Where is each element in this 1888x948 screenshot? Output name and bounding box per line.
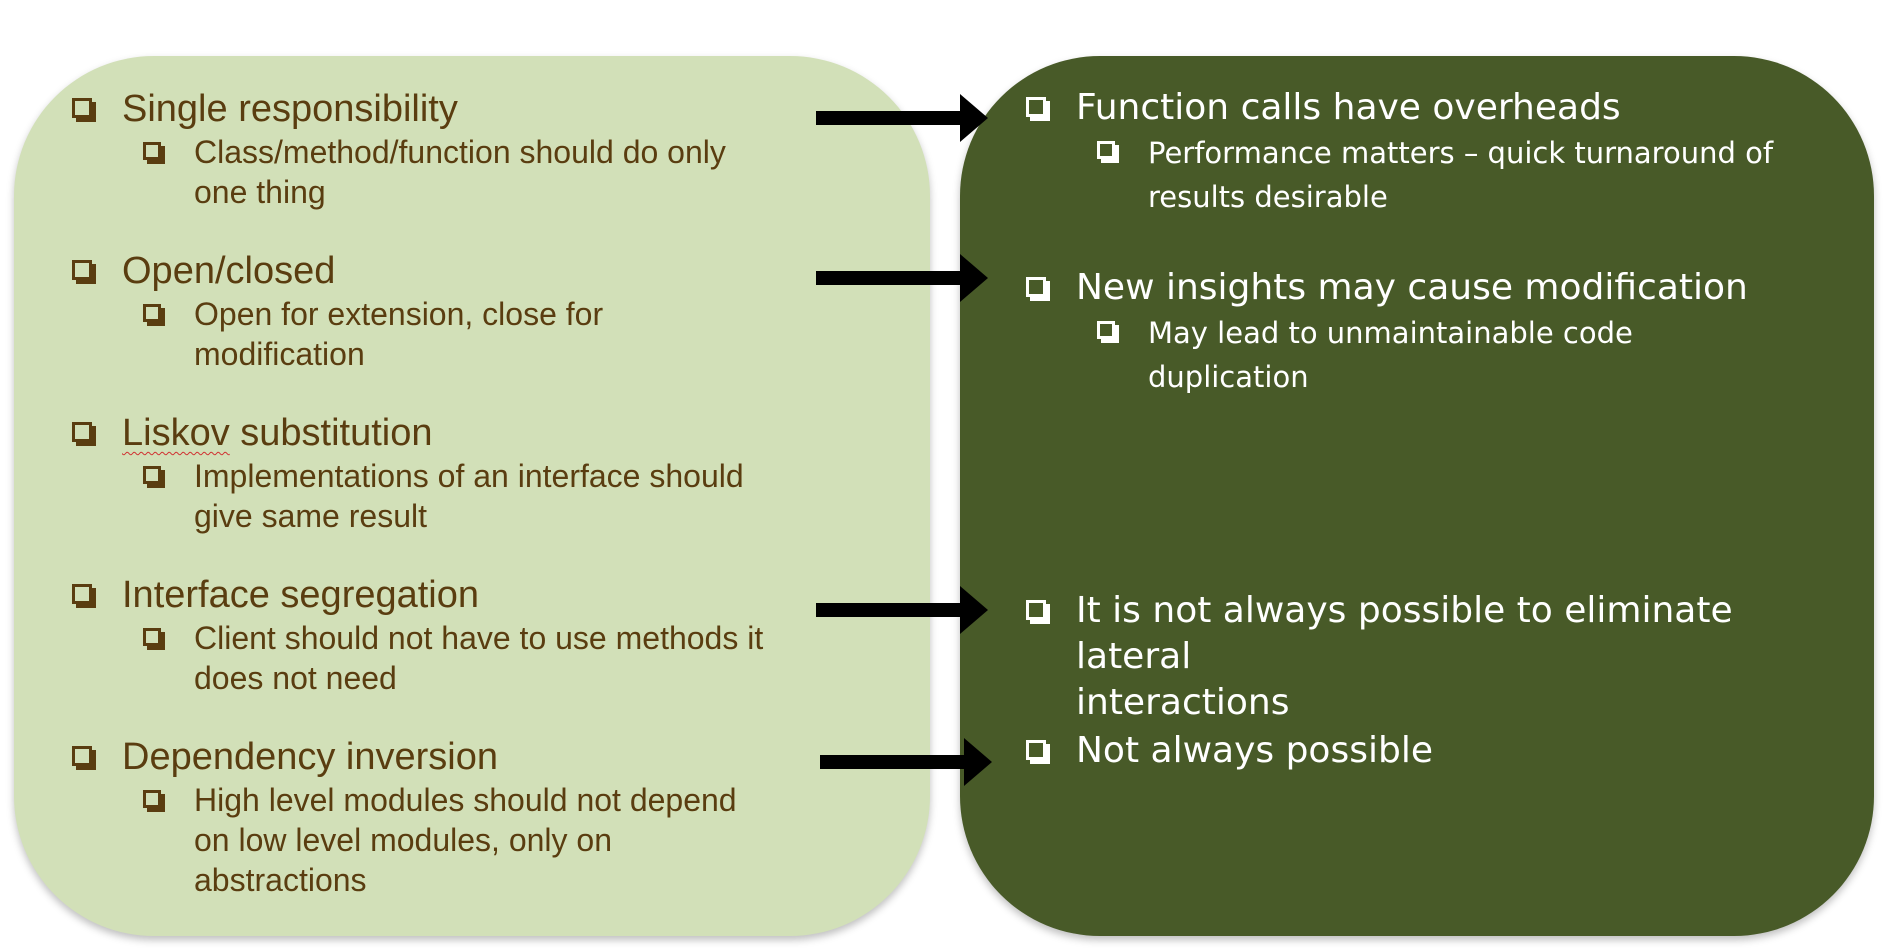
principle-detail: Open for extension, close for xyxy=(194,296,604,332)
checkbox-bullet-icon xyxy=(143,790,161,808)
principle-liskov-substitution: Liskov substitution Implementations of a… xyxy=(66,410,886,536)
principle-detail: abstractions xyxy=(194,862,367,898)
checkbox-bullet-icon xyxy=(1026,600,1046,620)
checkbox-bullet-icon xyxy=(143,628,161,646)
principle-detail: modification xyxy=(194,336,365,372)
principle-interface-segregation: Interface segregation Client should not … xyxy=(66,572,906,698)
checkbox-bullet-icon xyxy=(143,304,161,322)
principle-title: Interface segregation xyxy=(122,574,480,616)
caveats-panel xyxy=(960,56,1874,936)
principle-title: Dependency inversion xyxy=(122,736,499,778)
principle-dependency-inversion: Dependency inversion High level modules … xyxy=(66,734,886,900)
checkbox-bullet-icon xyxy=(72,422,92,442)
checkbox-bullet-icon xyxy=(1097,141,1115,159)
checkbox-bullet-icon xyxy=(143,466,161,484)
checkbox-bullet-icon xyxy=(1026,97,1046,117)
principle-single-responsibility: Single responsibility Class/method/funct… xyxy=(66,86,886,212)
caveat-title: Not always possible xyxy=(1076,730,1433,771)
caveat-detail: May lead to unmaintainable code xyxy=(1148,316,1633,350)
principle-title: Open/closed xyxy=(122,250,336,292)
caveat-lateral-interactions: It is not always possible to eliminate l… xyxy=(1020,588,1850,726)
principle-detail: give same result xyxy=(194,498,427,534)
principle-title: Single responsibility xyxy=(122,88,458,130)
checkbox-bullet-icon xyxy=(143,142,161,160)
checkbox-bullet-icon xyxy=(1026,277,1046,297)
checkbox-bullet-icon xyxy=(1026,740,1046,760)
principles-panel xyxy=(14,56,930,936)
principle-detail: Client should not have to use methods it xyxy=(194,620,764,656)
principle-detail: Class/method/function should do only xyxy=(194,134,726,170)
caveat-new-insights: New insights may cause modification May … xyxy=(1020,265,1850,399)
caveat-title: interactions xyxy=(1076,682,1290,723)
caveat-title: New insights may cause modification xyxy=(1076,267,1748,308)
caveat-detail: Performance matters – quick turnaround o… xyxy=(1148,136,1774,170)
principle-detail: on low level modules, only on xyxy=(194,822,613,858)
caveat-detail: duplication xyxy=(1148,360,1309,394)
caveat-detail: results desirable xyxy=(1148,180,1388,214)
checkbox-bullet-icon xyxy=(72,584,92,604)
caveat-title: Function calls have overheads xyxy=(1076,87,1621,128)
caveat-title: It is not always possible to eliminate l… xyxy=(1076,590,1733,677)
checkbox-bullet-icon xyxy=(72,746,92,766)
principle-title: substitution xyxy=(229,412,433,454)
principle-detail: one thing xyxy=(194,174,326,210)
principle-open-closed: Open/closed Open for extension, close fo… xyxy=(66,248,886,374)
checkbox-bullet-icon xyxy=(72,98,92,118)
caveat-not-always-possible: Not always possible xyxy=(1020,728,1850,774)
caveat-function-call-overheads: Function calls have overheads Performanc… xyxy=(1020,85,1850,219)
checkbox-bullet-icon xyxy=(1097,321,1115,339)
checkbox-bullet-icon xyxy=(72,260,92,280)
spellcheck-flagged-word: Liskov xyxy=(122,412,230,454)
principle-detail: does not need xyxy=(194,660,397,696)
principle-detail: High level modules should not depend xyxy=(194,782,737,818)
principle-detail: Implementations of an interface should xyxy=(194,458,744,494)
